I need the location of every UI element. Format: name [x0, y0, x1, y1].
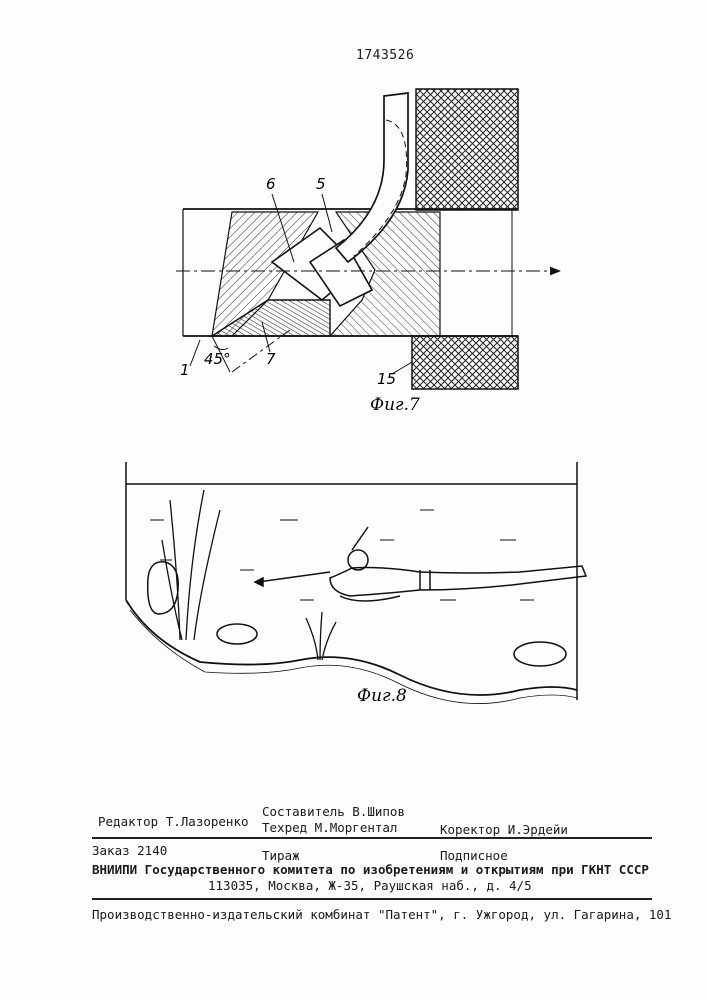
imprint-publisher: Производственно-издательский комбинат "П…	[92, 907, 671, 922]
seaweed-small	[306, 612, 336, 660]
figure8-drawing	[126, 462, 586, 704]
imprint-corrector: Коректор И.Эрдейи	[440, 822, 568, 837]
seabed	[126, 600, 577, 695]
figure7-drawing	[176, 89, 560, 389]
imprint-order: Заказ 2140	[92, 843, 167, 858]
label-15: 15	[377, 370, 396, 388]
label-1: 1	[180, 361, 190, 379]
label-5: 5	[316, 175, 326, 193]
imprint-address: 113035, Москва, Ж-35, Раушская наб., д. …	[208, 878, 532, 893]
wall-block-lower	[412, 336, 518, 389]
figure8-caption: Фиг.8	[357, 686, 407, 706]
imprint-divider-bottom	[92, 898, 652, 900]
imprint-techred: Техред М.Моргентал	[262, 820, 397, 835]
imprint-compiler: Составитель В.Шипов	[262, 804, 405, 819]
imprint-subscription: Подписное	[440, 848, 508, 863]
wall-block-upper	[416, 89, 518, 210]
imprint-divider-top	[92, 837, 652, 839]
diver-figure	[255, 527, 586, 601]
water-ripples	[150, 510, 534, 600]
imprint-editor: Редактор Т.Лазоренко	[98, 814, 249, 829]
figure7-caption: Фиг.7	[370, 395, 420, 415]
label-7: 7	[266, 350, 276, 368]
stone-right	[514, 642, 566, 666]
imprint-circulation: Тираж	[262, 848, 300, 863]
stone-middle	[217, 624, 257, 644]
imprint-institute: ВНИИПИ Государственного комитета по изоб…	[92, 862, 649, 877]
label-45-degrees: 45°	[204, 350, 231, 368]
label-6: 6	[266, 175, 276, 193]
